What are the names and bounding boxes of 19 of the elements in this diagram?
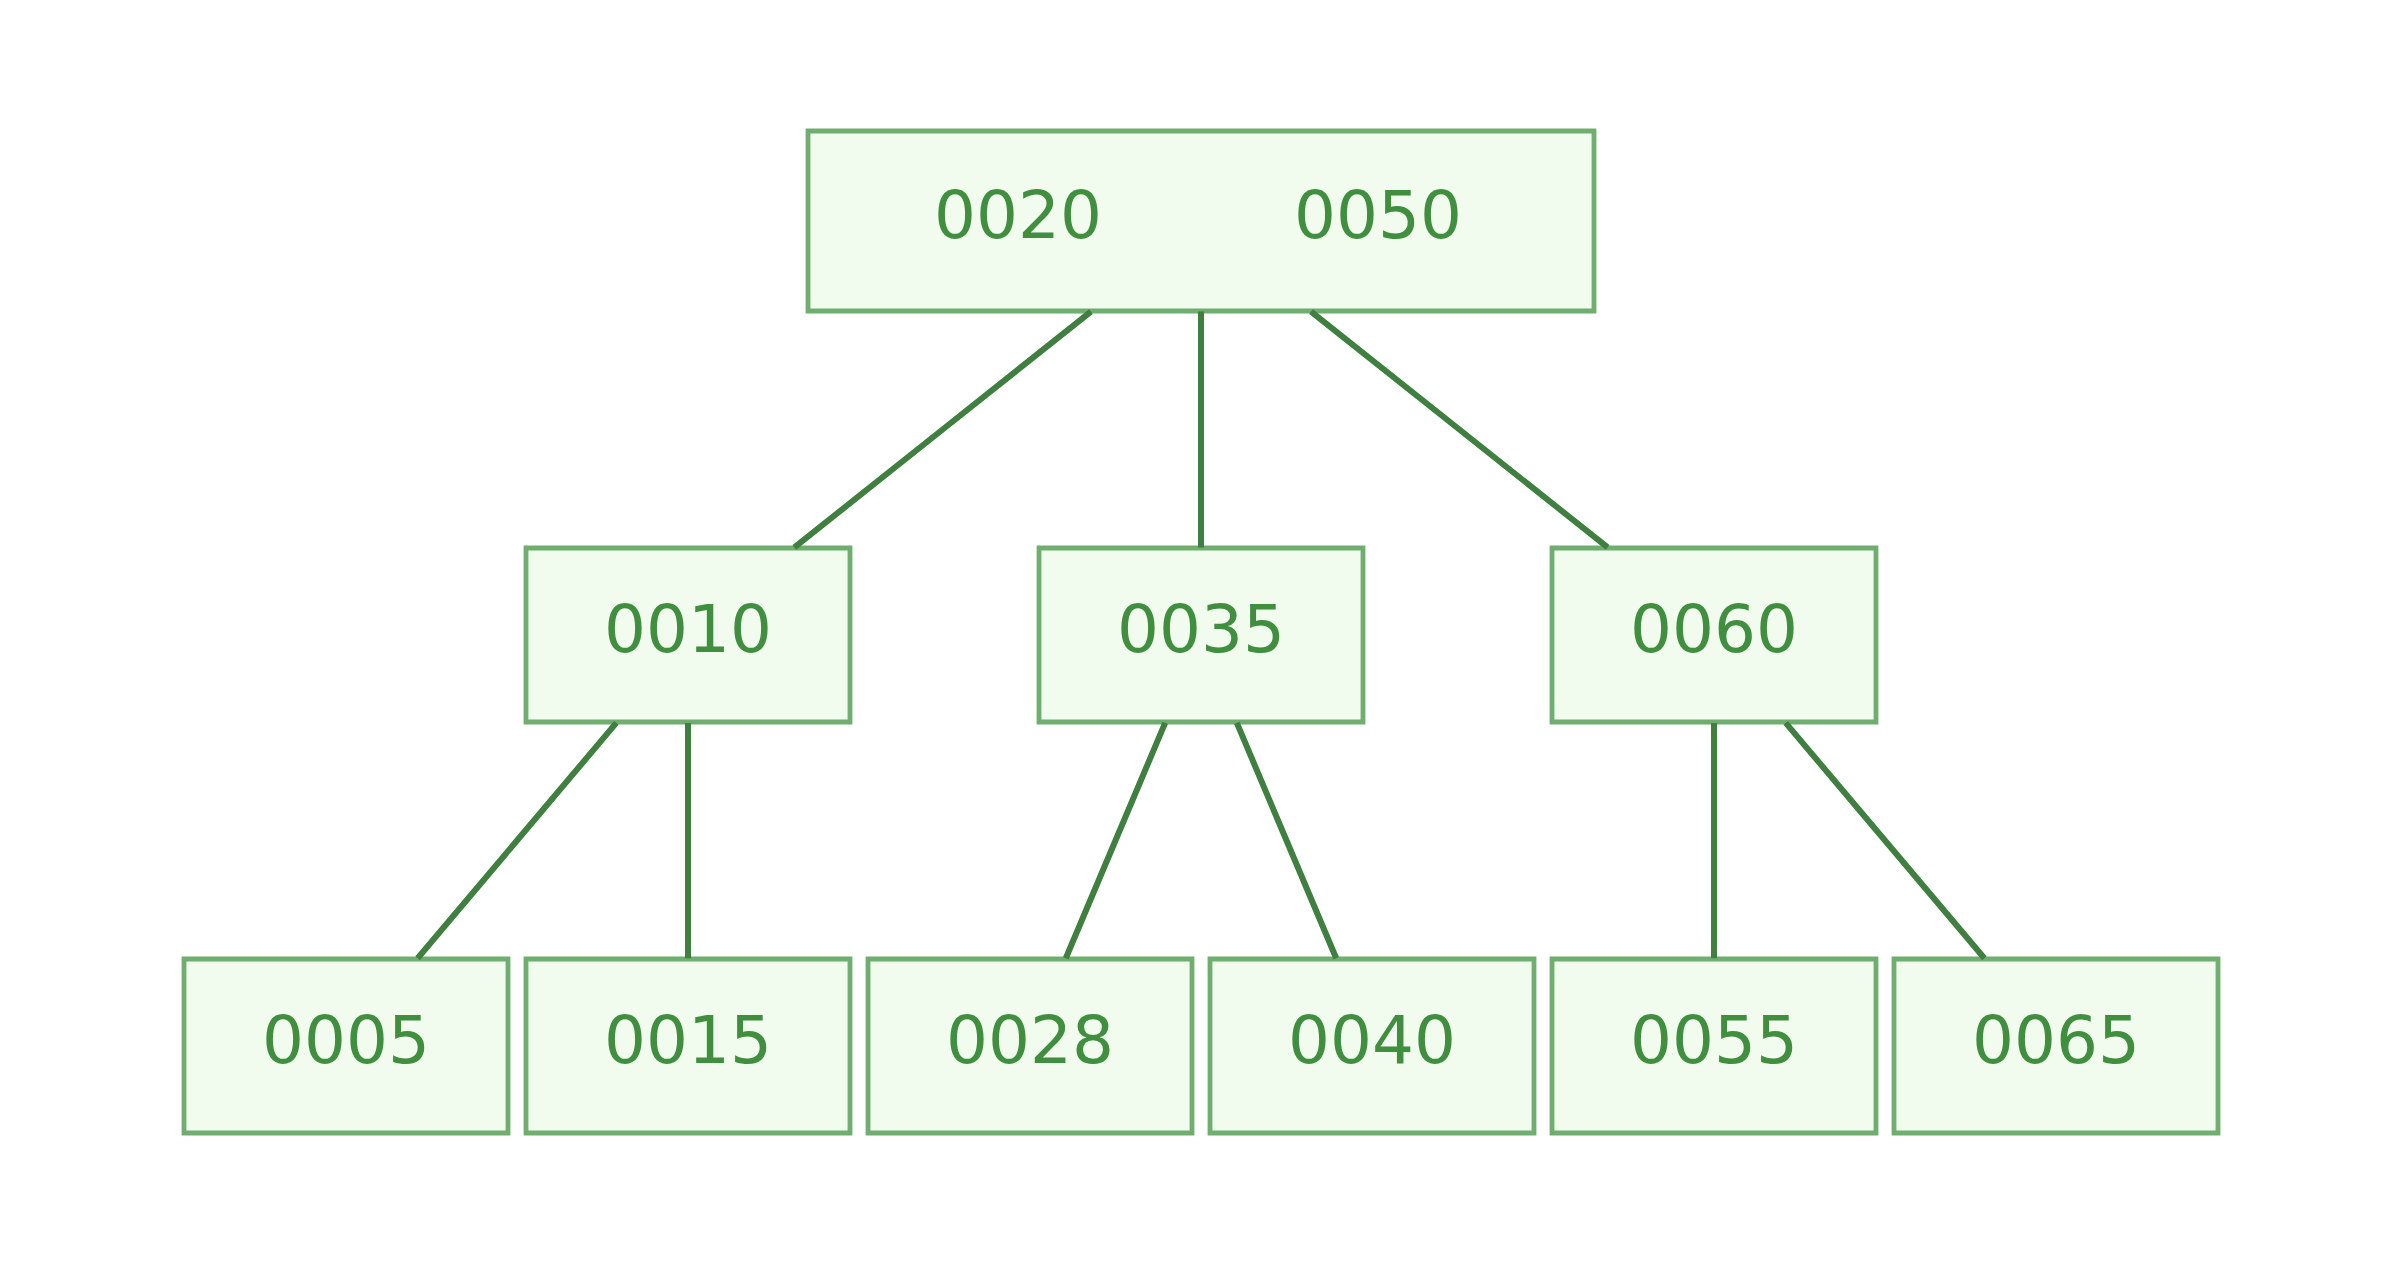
connector <box>1309 309 1610 550</box>
node-box: 0010 <box>523 545 853 725</box>
connector <box>415 720 619 961</box>
node-box: 0028 <box>865 956 1195 1136</box>
connector <box>685 722 691 959</box>
node-box: 0055 <box>1549 956 1879 1136</box>
node-box: 0020 0050 <box>805 128 1597 314</box>
node-box: 0060 <box>1549 545 1879 725</box>
node-box: 0005 <box>181 956 511 1136</box>
connector <box>1783 720 1987 961</box>
node-box: 0035 <box>1036 545 1366 725</box>
connector <box>1234 721 1339 960</box>
node-box: 0015 <box>523 956 853 1136</box>
connector <box>792 309 1093 550</box>
connector <box>1063 721 1168 960</box>
node-box: 0065 <box>1891 956 2221 1136</box>
connector <box>1711 722 1717 959</box>
connector <box>1198 311 1204 548</box>
node-box: 0040 <box>1207 956 1537 1136</box>
